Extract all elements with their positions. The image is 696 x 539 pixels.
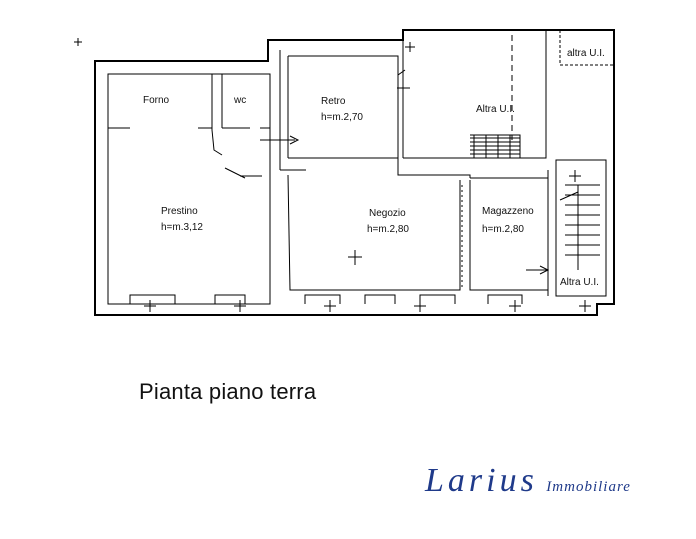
altra-ui-top-label: Altra U.I.	[476, 104, 515, 115]
wc-label: wc	[233, 95, 246, 106]
brand-name: Larius	[425, 462, 538, 499]
plan-caption: Pianta piano terra	[139, 379, 317, 404]
stair-walls	[555, 159, 607, 297]
retro-label: Retro	[321, 96, 346, 107]
brand-subtitle: Immobiliare	[546, 479, 631, 495]
prestino-height: h=m.3,12	[161, 222, 203, 233]
altra-ui-stair-label: Altra U.I.	[560, 277, 599, 288]
magazzeno-label: Magazzeno	[482, 206, 534, 217]
negozio-label: Negozio	[369, 208, 406, 219]
retro-height: h=m.2,70	[321, 112, 363, 123]
outer-wall	[94, 29, 615, 316]
negozio-height: h=m.2,80	[367, 224, 409, 235]
brand-logo: Larius Immobiliare	[425, 462, 631, 500]
altra-ui-corner-label: altra U.I.	[567, 48, 605, 59]
wc-walls	[211, 74, 223, 130]
negozio-walls	[287, 174, 461, 291]
retro-walls	[288, 55, 399, 159]
forno-label: Forno	[143, 95, 170, 106]
retro-inner	[279, 50, 306, 171]
magazzeno-height: h=m.2,80	[482, 224, 524, 235]
floor-plan: Forno wc Retro h=m.2,70 Altra U.I. altra…	[74, 29, 615, 316]
room-labels: Forno wc Retro h=m.2,70 Altra U.I. altra…	[143, 48, 605, 288]
prestino-label: Prestino	[161, 206, 198, 217]
inner-wall	[107, 73, 271, 305]
